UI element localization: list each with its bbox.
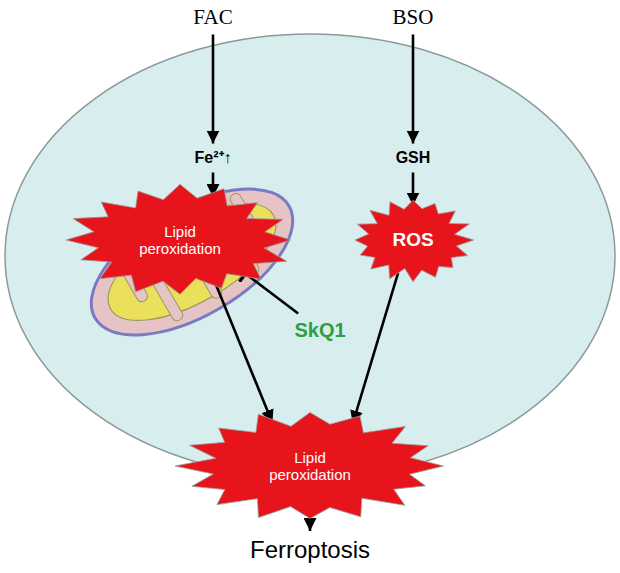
molecule-label: GSH [392, 147, 435, 170]
node-text: Fe²⁺↑ [195, 149, 232, 167]
arrow-connector [215, 283, 272, 423]
node-text: GSH [396, 149, 431, 167]
node-text: BSO [393, 5, 434, 29]
node-text: Lipid peroxidation [124, 223, 236, 258]
ros-burst: ROS [352, 198, 474, 282]
outcome-label: Ferroptosis [246, 534, 375, 566]
agent-label: FAC [189, 3, 237, 32]
lipid-peroxidation-burst: Lipid peroxidation [64, 184, 296, 296]
node-text: Lipid peroxidation [254, 449, 366, 484]
starburst-outline [66, 184, 291, 294]
arrow-connector [412, 35, 415, 144]
arrow-connector [353, 273, 398, 424]
molecule-label: Fe²⁺↑ [191, 147, 236, 170]
arrow-connector [212, 35, 215, 144]
starburst-outline [175, 412, 443, 518]
node-text: Ferroptosis [250, 536, 370, 564]
node-text: FAC [193, 5, 232, 29]
node-text: SkQ1 [294, 319, 345, 342]
cell-outline [5, 34, 615, 478]
node-text: ROS [392, 229, 433, 251]
starburst-outline [355, 200, 474, 281]
lipid-peroxidation-burst: Lipid peroxidation [175, 410, 445, 522]
agent-label: BSO [389, 3, 438, 32]
inhibitor-label: SkQ1 [290, 317, 350, 344]
inhibition-line [245, 273, 298, 313]
